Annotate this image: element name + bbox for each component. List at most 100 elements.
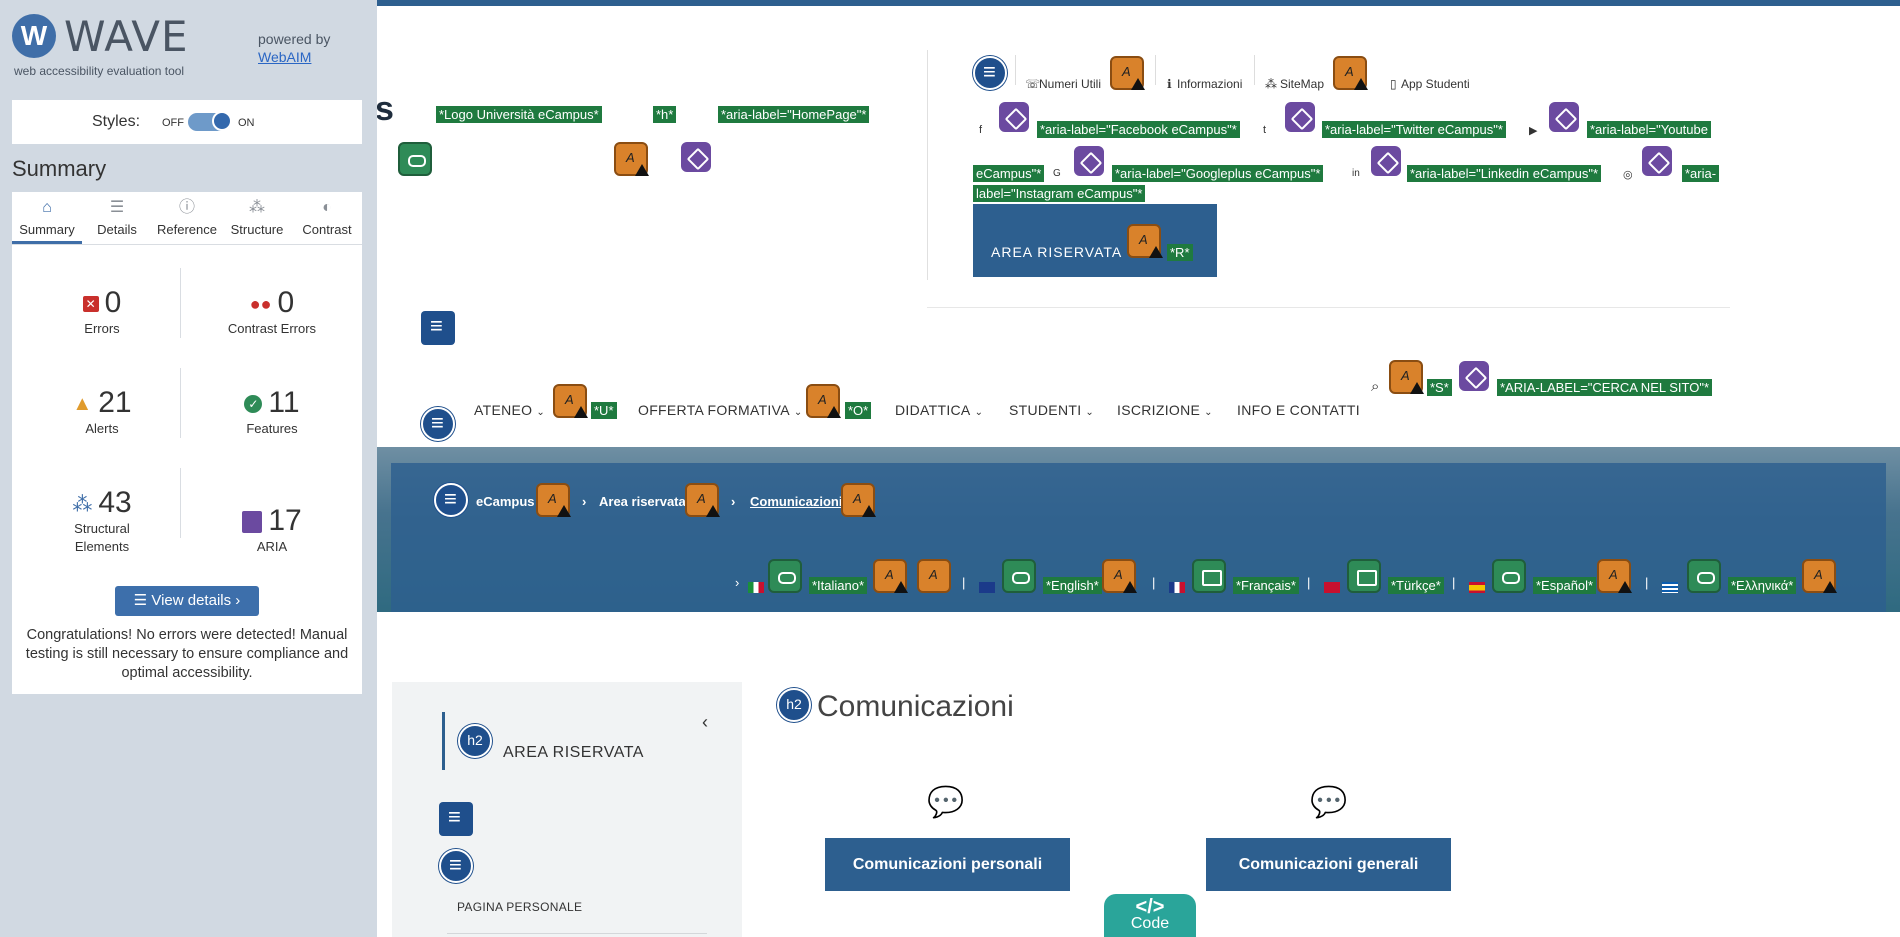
warning-icon	[1823, 581, 1837, 593]
list-icon[interactable]	[973, 56, 1007, 90]
lang-espanol-tag[interactable]: *Español*	[1533, 577, 1597, 594]
stat-alerts[interactable]: ▲21 Alerts	[22, 386, 182, 438]
tab-details[interactable]: ☰ Details	[82, 192, 152, 244]
alert-icon[interactable]	[1389, 360, 1423, 394]
alert-icon[interactable]	[1102, 559, 1136, 593]
warning-icon	[706, 505, 720, 517]
lang-greek-tag[interactable]: *Ελληνικά*	[1728, 577, 1797, 594]
sidebar-item-pagina-personale[interactable]: PAGINA PERSONALE	[457, 900, 583, 914]
webaim-link[interactable]: WebAIM	[258, 49, 312, 65]
tab-reference[interactable]: ⓘ Reference	[152, 192, 222, 244]
alerts-label: Alerts	[85, 421, 119, 436]
tab-summary[interactable]: ⌂ Summary	[12, 192, 82, 244]
link-icon[interactable]	[398, 142, 432, 176]
styles-toggle-box: Styles: OFF ON	[12, 100, 362, 144]
lang-francais-tag[interactable]: *Français*	[1233, 577, 1299, 594]
list-icon[interactable]	[439, 849, 473, 883]
alert-icon[interactable]	[1333, 56, 1367, 90]
comunicazioni-generali-button[interactable]: Comunicazioni generali	[1206, 838, 1451, 891]
stat-errors[interactable]: ✕0 Errors	[22, 286, 182, 338]
link-app-studenti[interactable]: App Studenti	[1401, 77, 1470, 91]
wave-sidebar: W WAVE web accessibility evaluation tool…	[0, 0, 377, 937]
nav-didattica[interactable]: DIDATTICA⌄	[895, 402, 983, 418]
breadcrumb-band	[391, 463, 1886, 612]
redirect-alert-icon[interactable]	[917, 559, 951, 593]
stat-aria[interactable]: 17 ARIA	[192, 504, 352, 556]
nav-offerta-formativa[interactable]: OFFERTA FORMATIVA⌄	[638, 402, 803, 418]
separator	[1015, 55, 1016, 85]
list-icon[interactable]	[421, 407, 455, 441]
tab-contrast[interactable]: ◐ Contrast	[292, 192, 362, 244]
breadcrumb-area-riservata[interactable]: Area riservata	[599, 494, 686, 509]
nav-studenti[interactable]: STUDENTI⌄	[1009, 402, 1094, 418]
nav-landmark-icon[interactable]	[439, 802, 473, 836]
lang-turkce-tag[interactable]: *Türkçe*	[1388, 577, 1444, 594]
heading-icon[interactable]: h2	[458, 724, 492, 758]
aria-tag-icon[interactable]	[1640, 144, 1674, 178]
link-icon[interactable]	[1687, 559, 1721, 593]
view-details-button[interactable]: ☰ View details ›	[115, 586, 259, 616]
warning-icon	[1123, 581, 1137, 593]
aria-icon	[242, 511, 263, 534]
structure-icon: ⁂	[249, 199, 265, 216]
image-icon[interactable]	[1347, 559, 1381, 593]
page-content: s *Logo Università eCampus* *h* *aria-la…	[377, 0, 1900, 937]
site-logo-fragment[interactable]: s	[377, 90, 394, 128]
styles-toggle-knob[interactable]	[212, 111, 232, 131]
lang-italiano-tag[interactable]: *Italiano*	[809, 577, 868, 594]
tab-structure[interactable]: ⁂ Structure	[222, 192, 292, 244]
aria-tag-icon[interactable]	[1072, 144, 1106, 178]
contrast-errors-label: Contrast Errors	[227, 321, 317, 336]
stat-contrast-errors[interactable]: ●●0 Contrast Errors	[192, 286, 352, 338]
aria-tag-icon[interactable]	[1283, 100, 1317, 134]
aria-tag-icon[interactable]	[1547, 100, 1581, 134]
separator	[1254, 55, 1255, 85]
breadcrumb-comunicazioni[interactable]: Comunicazioni	[750, 494, 843, 509]
link-icon[interactable]	[1002, 559, 1036, 593]
chevron-down-icon: ⌄	[1204, 407, 1213, 418]
link-icon[interactable]	[768, 559, 802, 593]
sidebar-collapse-button[interactable]: ‹	[702, 712, 708, 732]
styles-label: Styles:	[92, 113, 141, 130]
chevron-down-icon: ⌄	[793, 407, 803, 418]
link-informazioni[interactable]: Informazioni	[1177, 77, 1243, 91]
instagram-icon[interactable]: ◎	[1623, 169, 1633, 181]
tabs-divider	[12, 244, 362, 245]
header-bottom-line	[927, 307, 1730, 308]
stat-structural[interactable]: ⁂43 Structural Elements	[22, 486, 182, 556]
nav-ateneo[interactable]: ATENEO⌄	[474, 402, 545, 418]
link-icon[interactable]	[1492, 559, 1526, 593]
comunicazioni-personali-button[interactable]: Comunicazioni personali	[825, 838, 1070, 891]
separator: |	[1452, 575, 1456, 590]
aria-tag-icon[interactable]	[1457, 359, 1491, 393]
twitter-icon[interactable]: t	[1263, 124, 1267, 136]
lang-english-tag[interactable]: *English*	[1043, 577, 1102, 594]
breadcrumb-ecampus[interactable]: eCampus	[476, 494, 535, 509]
nav-iscrizione[interactable]: ISCRIZIONE⌄	[1117, 402, 1213, 418]
googleplus-icon[interactable]: G	[1053, 168, 1061, 179]
aria-tag-icon[interactable]	[997, 100, 1031, 134]
heading-icon[interactable]: h2	[777, 688, 811, 722]
search-icon[interactable]: ⌕	[1371, 378, 1380, 395]
link-sitemap[interactable]: SiteMap	[1280, 77, 1325, 91]
nav-info-contatti[interactable]: INFO E CONTATTI	[1237, 402, 1360, 418]
stat-features[interactable]: ✓11 Features	[192, 386, 352, 438]
sitemap-icon: ⁂	[1265, 77, 1277, 91]
aria-tag-icon[interactable]	[1369, 144, 1403, 178]
youtube-icon[interactable]: ▶	[1529, 125, 1538, 137]
aria-tag-icon[interactable]	[679, 140, 713, 174]
image-icon[interactable]	[1192, 559, 1226, 593]
area-riservata-button[interactable]: AREA RISERVATA *R*	[973, 204, 1217, 277]
area-riservata-sidebar: h2 AREA RISERVATA ‹ PAGINA PERSONALE	[392, 682, 742, 937]
linkedin-icon[interactable]: in	[1352, 168, 1360, 179]
chevron-down-icon: ⌄	[1085, 407, 1095, 418]
view-details-label: View details ›	[151, 592, 241, 609]
link-numeri-utili[interactable]: Numeri Utili	[1039, 77, 1102, 91]
code-toggle-button[interactable]: </> Code	[1104, 894, 1196, 937]
list-icon[interactable]	[434, 483, 468, 517]
summary-panel: ⌂ Summary ☰ Details ⓘ Reference ⁂ Struct…	[12, 192, 362, 694]
alert-icon[interactable]	[873, 559, 907, 593]
facebook-icon[interactable]: f	[979, 124, 983, 136]
nav-landmark-icon[interactable]	[421, 311, 455, 345]
chevron-down-icon: ⌄	[974, 407, 984, 418]
